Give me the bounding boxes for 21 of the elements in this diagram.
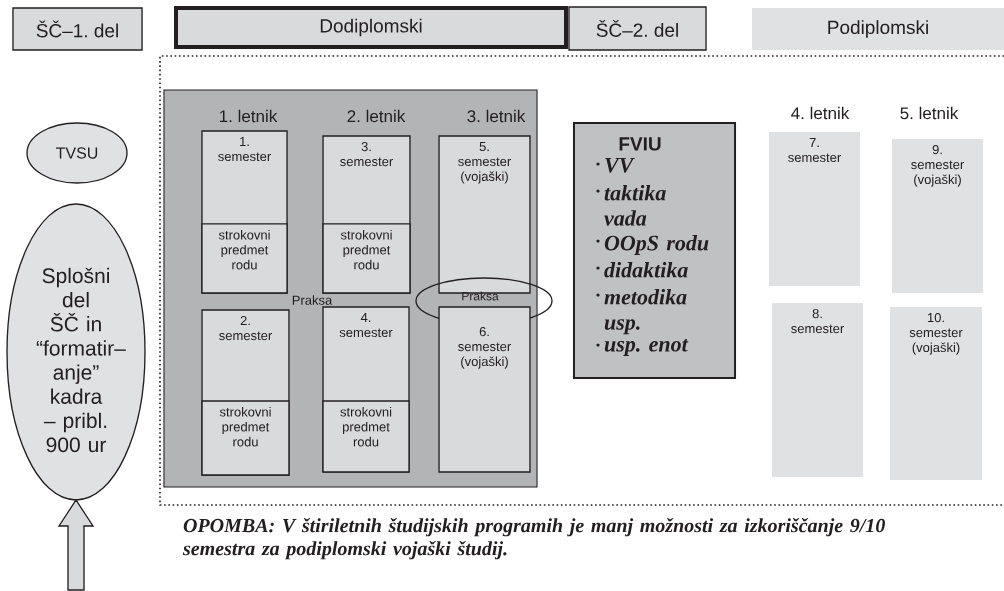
label: Praksa <box>292 295 333 305</box>
label: 5. letnik <box>900 106 959 120</box>
header-box: Podiplomski <box>752 8 1004 50</box>
semester-box: 5. semester (vojaški) <box>438 135 531 294</box>
oval: Splošni del ŠČ in “formatir– anje” kadra – pribl. 900 ur <box>6 203 146 501</box>
block-arrow <box>57 498 95 591</box>
topic-box: FVIU VV taktika vada OOpS rodu didaktika metodika usp. usp. enot <box>572 122 737 379</box>
header-box: ŠČ–1. del <box>12 7 143 51</box>
semester-box: 10. semester (vojaški) <box>890 306 982 480</box>
subject-box: strokovni predmet rodu <box>322 223 411 294</box>
subject-box: strokovni predmet rodu <box>322 400 410 473</box>
semester-box: 7. semester <box>769 132 860 286</box>
semester-box: 6. semester (vojaški) <box>438 306 531 473</box>
semester-box: 8. semester <box>772 303 863 477</box>
header-box: ŠČ–2. del <box>568 6 707 51</box>
subject-box: strokovni predmet rodu <box>201 223 288 294</box>
note: OPOMBA: V štiriletnih študijskih programih je manj možnosti za izkoriščanje 9/10 semestra za podiplomski vojaški študij. <box>182 518 885 560</box>
oval: TVSU <box>26 122 128 184</box>
subject-box: strokovni predmet rodu <box>201 400 290 476</box>
label: 4. letnik <box>791 106 850 120</box>
semester-box: 9. semester (vojaški) <box>892 139 983 293</box>
